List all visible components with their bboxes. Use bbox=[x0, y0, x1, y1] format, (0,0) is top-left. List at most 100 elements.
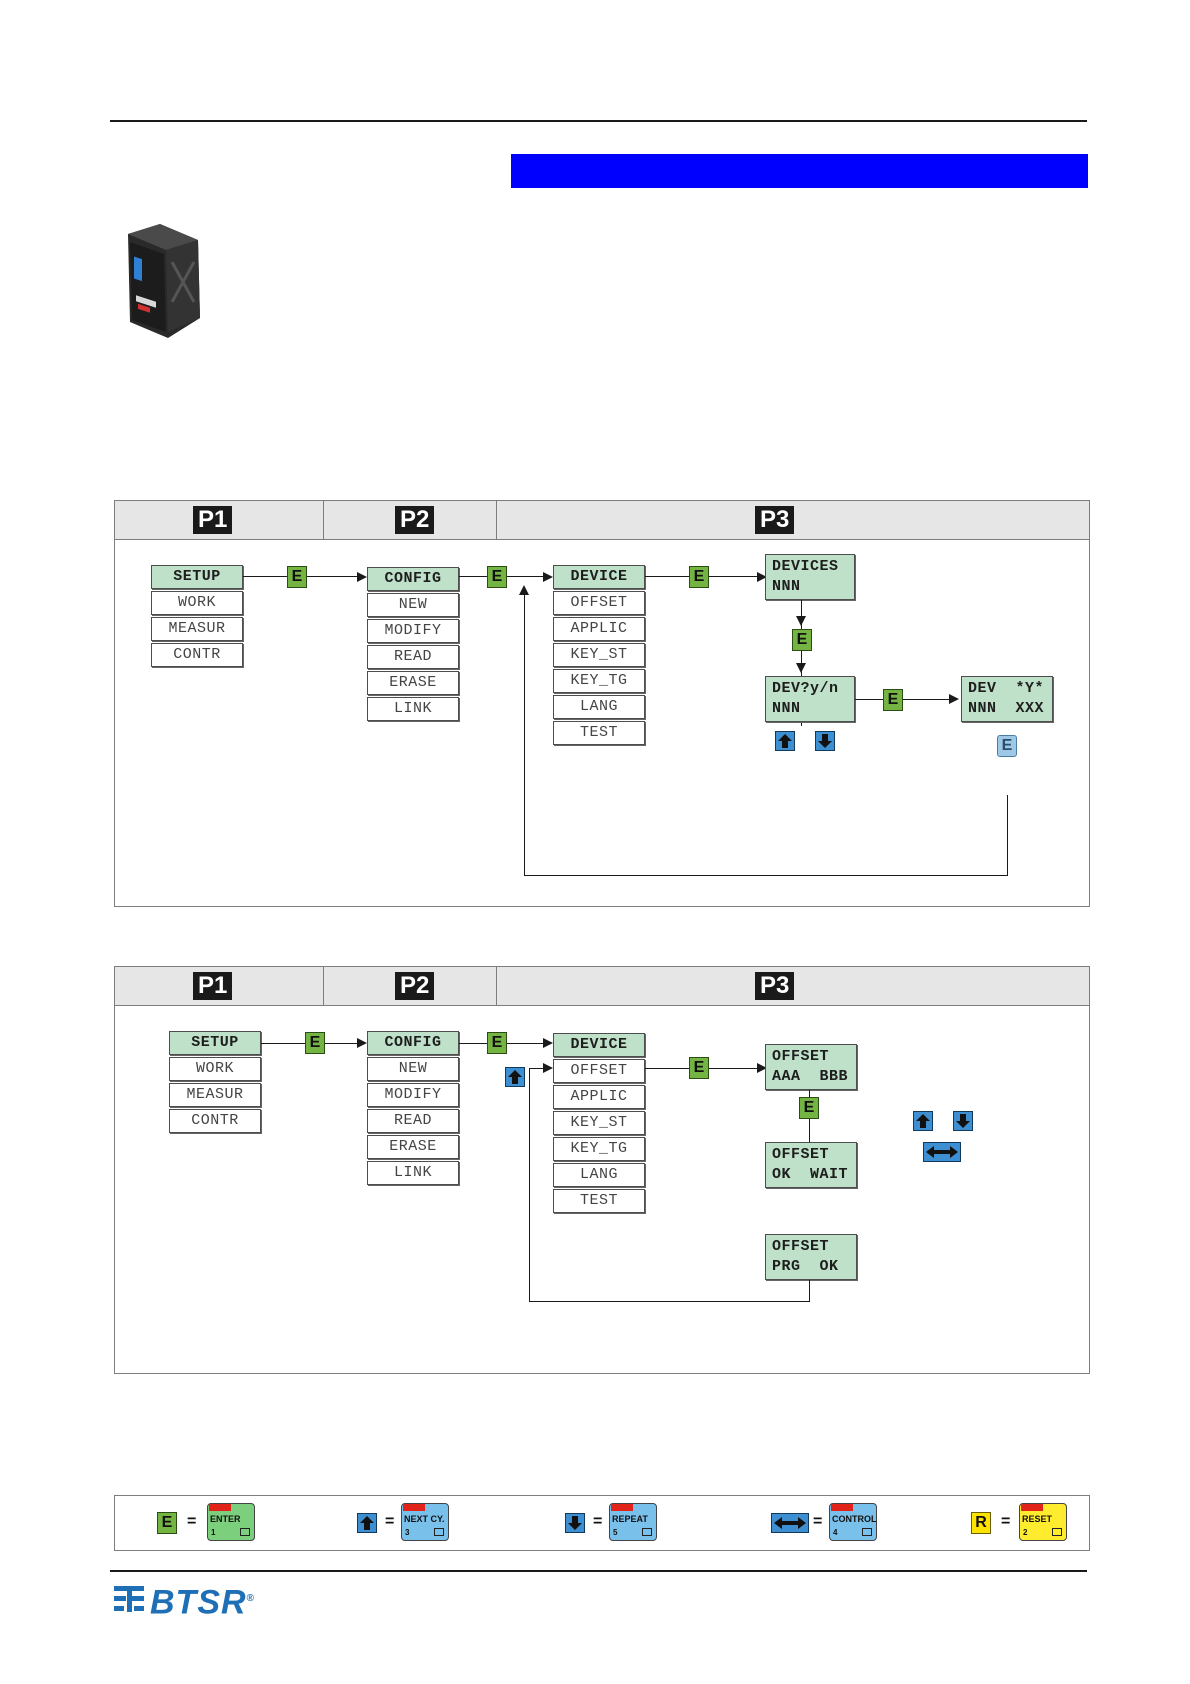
connector bbox=[645, 576, 723, 577]
registered-mark: ® bbox=[246, 1593, 255, 1604]
down-arrow-key-icon bbox=[565, 1513, 585, 1533]
config-menu: CONFIG NEW MODIFY READ ERASE LINK bbox=[367, 1031, 459, 1187]
led-indicator bbox=[831, 1504, 853, 1511]
menu-item-new: NEW bbox=[367, 1057, 459, 1081]
arrow bbox=[519, 585, 529, 595]
e-key-icon: E bbox=[157, 1512, 177, 1534]
repeat-button-icon: REPEAT 5 bbox=[609, 1503, 657, 1541]
led-indicator bbox=[611, 1504, 633, 1511]
panel-header: P1 P2 P3 bbox=[115, 501, 1089, 540]
e-key-icon: E bbox=[689, 566, 709, 588]
led-indicator bbox=[1021, 1504, 1043, 1511]
button-symbol bbox=[1052, 1528, 1062, 1536]
menu-item-read: READ bbox=[367, 1109, 459, 1133]
equals-sign: = bbox=[813, 1513, 823, 1530]
control-button-number: 4 bbox=[833, 1528, 838, 1537]
menu-item-measur: MEASUR bbox=[169, 1083, 261, 1107]
column-p2: P2 bbox=[323, 501, 497, 539]
arrow bbox=[757, 1063, 767, 1073]
header-rule bbox=[110, 120, 1087, 122]
arrow bbox=[949, 694, 959, 704]
menu-item-key-tg: KEY_TG bbox=[553, 669, 645, 693]
button-symbol bbox=[642, 1528, 652, 1536]
column-p3: P3 bbox=[496, 501, 1089, 539]
label-p3: P3 bbox=[755, 506, 795, 534]
btsr-logo-mark-icon bbox=[114, 1586, 144, 1612]
equals-sign: = bbox=[385, 1513, 395, 1530]
menu-item-new: NEW bbox=[367, 593, 459, 617]
arrow bbox=[796, 616, 806, 626]
repeat-button-label: REPEAT bbox=[612, 1514, 648, 1524]
next-cycle-button-icon: NEXT CY. 3 bbox=[401, 1503, 449, 1541]
led-indicator bbox=[403, 1504, 425, 1511]
reset-button-icon: RESET 2 bbox=[1019, 1503, 1067, 1541]
column-p2: P2 bbox=[323, 967, 497, 1005]
lcd-offset: OFFSET AAA BBB bbox=[765, 1044, 857, 1090]
equals-sign: = bbox=[593, 1513, 603, 1530]
button-symbol bbox=[434, 1528, 444, 1536]
up-arrow-key-icon bbox=[775, 731, 795, 751]
setup-menu: SETUP WORK MEASUR CONTR bbox=[169, 1031, 261, 1135]
return-line bbox=[529, 1301, 810, 1302]
up-arrow-key-icon bbox=[357, 1513, 377, 1533]
column-p3: P3 bbox=[496, 967, 1089, 1005]
return-line bbox=[524, 587, 525, 876]
up-arrow-key-icon bbox=[913, 1111, 933, 1131]
panel-header: P1 P2 P3 bbox=[115, 967, 1089, 1006]
label-p2: P2 bbox=[395, 506, 435, 534]
arrow bbox=[543, 572, 553, 582]
menu-item-test: TEST bbox=[553, 1189, 645, 1213]
repeat-button-number: 5 bbox=[613, 1528, 618, 1537]
diagram-panel-devices: P1 P2 P3 SETUP WORK MEASUR CONTR CONFIG … bbox=[114, 500, 1090, 907]
menu-item-read: READ bbox=[367, 645, 459, 669]
menu-item-offset: OFFSET bbox=[553, 1059, 645, 1083]
lcd-offset-wait: OFFSET OK WAIT bbox=[765, 1142, 857, 1188]
e-key-icon: E bbox=[792, 629, 812, 651]
menu-item-key-tg: KEY_TG bbox=[553, 1137, 645, 1161]
r-key-icon: R bbox=[971, 1512, 991, 1534]
menu-item-device: DEVICE bbox=[553, 1033, 645, 1057]
title-bar bbox=[511, 154, 1088, 188]
device-menu: DEVICE OFFSET APPLIC KEY_ST KEY_TG LANG … bbox=[553, 1033, 645, 1215]
down-arrow-key-icon bbox=[815, 731, 835, 751]
label-p3: P3 bbox=[755, 972, 795, 1000]
e-key-icon: E bbox=[487, 1032, 507, 1054]
button-symbol bbox=[240, 1528, 250, 1536]
enter-button-label: ENTER bbox=[210, 1514, 241, 1524]
setup-menu: SETUP WORK MEASUR CONTR bbox=[151, 565, 243, 669]
down-arrow-key-icon bbox=[953, 1111, 973, 1131]
menu-item-contr: CONTR bbox=[169, 1109, 261, 1133]
arrow bbox=[543, 1038, 553, 1048]
menu-item-work: WORK bbox=[169, 1057, 261, 1081]
return-line bbox=[529, 1068, 549, 1069]
enter-button-number: 1 bbox=[211, 1528, 216, 1537]
menu-item-key-st: KEY_ST bbox=[553, 1111, 645, 1135]
control-button-icon: CONTROL 4 bbox=[829, 1503, 877, 1541]
column-p1: P1 bbox=[115, 967, 324, 1005]
e-key-icon: E bbox=[287, 566, 307, 588]
menu-item-modify: MODIFY bbox=[367, 619, 459, 643]
control-button-label: CONTROL bbox=[832, 1514, 877, 1524]
menu-item-config: CONFIG bbox=[367, 1031, 459, 1055]
menu-item-measur: MEASUR bbox=[151, 617, 243, 641]
reset-button-number: 2 bbox=[1023, 1528, 1028, 1537]
left-right-arrow-key-icon bbox=[771, 1513, 809, 1533]
return-line bbox=[809, 1280, 810, 1302]
lcd-devices: DEVICES NNN bbox=[765, 554, 855, 600]
column-p1: P1 bbox=[115, 501, 324, 539]
lcd-offset-ok: OFFSET PRG OK bbox=[765, 1234, 857, 1280]
reset-button-label: RESET bbox=[1022, 1514, 1053, 1524]
e-key-icon: E bbox=[305, 1032, 325, 1054]
return-line bbox=[524, 875, 1008, 876]
menu-item-offset: OFFSET bbox=[553, 591, 645, 615]
label-p2: P2 bbox=[395, 972, 435, 1000]
menu-item-key-st: KEY_ST bbox=[553, 643, 645, 667]
menu-item-work: WORK bbox=[151, 591, 243, 615]
arrow bbox=[543, 1063, 553, 1073]
lcd-dev-y: DEV *Y* NNN XXX bbox=[961, 676, 1053, 722]
menu-item-test: TEST bbox=[553, 721, 645, 745]
device-image bbox=[128, 224, 200, 338]
return-line bbox=[529, 1068, 530, 1302]
config-menu: CONFIG NEW MODIFY READ ERASE LINK bbox=[367, 567, 459, 723]
enter-button-icon: ENTER 1 bbox=[207, 1503, 255, 1541]
